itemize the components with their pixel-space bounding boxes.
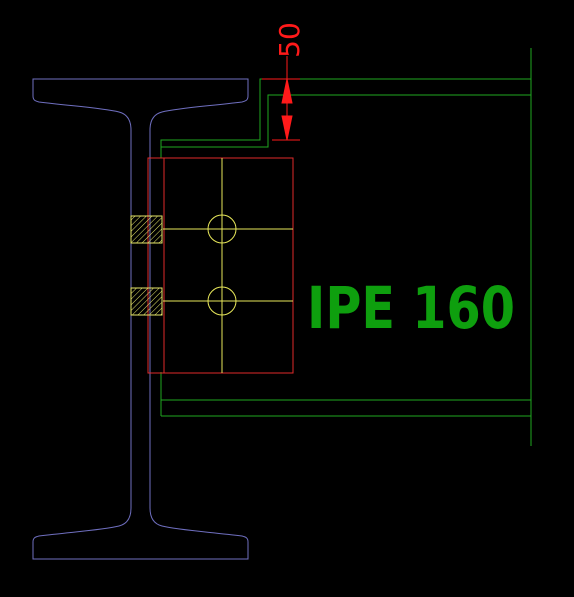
- bolt-group: [163, 158, 293, 373]
- dimension-arrow-top: [281, 78, 293, 104]
- column-section-outline: [32, 78, 249, 560]
- dimension-50: [262, 56, 300, 141]
- bolt-shank-1: [130, 215, 163, 244]
- dimension-label: 50: [273, 22, 306, 58]
- bolt-shank-2: [130, 287, 163, 316]
- bolt-shank-hatching: [130, 215, 163, 316]
- beam-top-flange-outer: [160, 78, 531, 158]
- end-plate-outline: [147, 157, 294, 374]
- bolt-hole-2: [207, 286, 237, 316]
- beam-top-flange-inner: [161, 94, 531, 148]
- ipe-160-beam: [160, 48, 532, 446]
- bolt-hole-1: [207, 214, 237, 244]
- end-plate: [147, 157, 294, 374]
- dimension-arrow-bottom: [281, 115, 293, 141]
- beam-label: IPE 160: [307, 274, 515, 342]
